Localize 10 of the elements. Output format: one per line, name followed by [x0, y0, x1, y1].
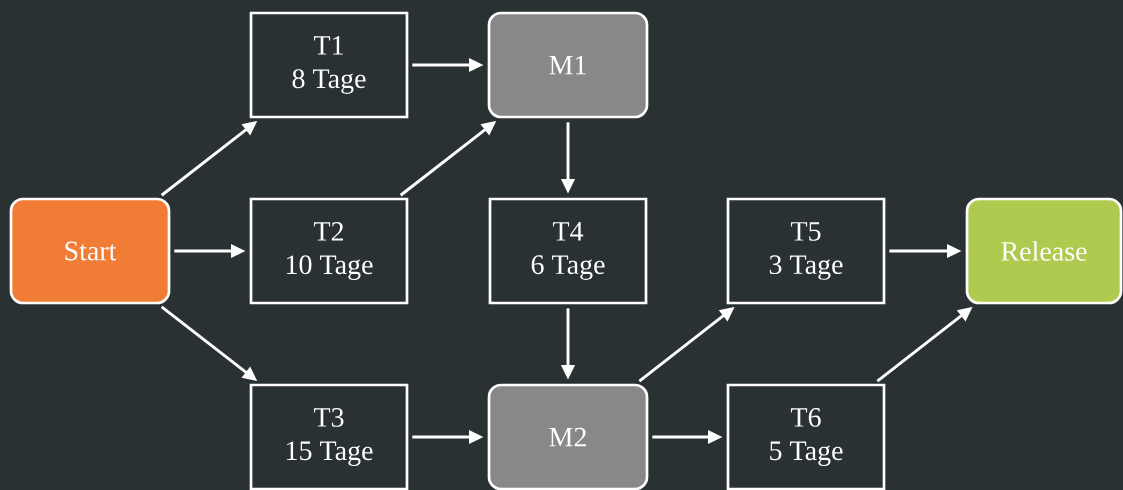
milestone-box: M2 [487, 383, 649, 490]
start-box: Start [9, 197, 171, 305]
task-box: T3 15 Tage [249, 383, 409, 490]
task-box: T2 10 Tage [249, 197, 409, 305]
milestone-box: M1 [487, 11, 649, 119]
task-box: T1 8 Tage [249, 11, 409, 119]
task-box: T6 5 Tage [726, 383, 886, 490]
task-box: T4 6 Tage [488, 197, 648, 305]
task-box: T5 3 Tage [726, 197, 886, 305]
release-box: Release [965, 197, 1123, 305]
